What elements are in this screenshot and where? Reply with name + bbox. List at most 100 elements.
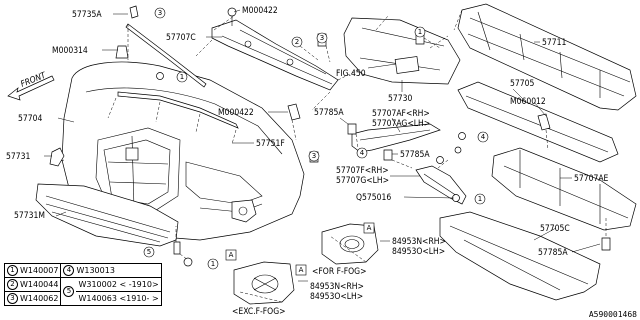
label-57707AF: 57707AF<RH> (372, 109, 430, 119)
label-57785A-b: 57785A (400, 150, 430, 160)
callout-4: 4 (477, 131, 489, 143)
label-fig450: FIG.450 (336, 69, 366, 79)
legend-num: 4 (63, 264, 75, 276)
label-57735A: 57735A (72, 10, 102, 20)
label-M000422-top: M000422 (242, 6, 278, 16)
label-57731: 57731 (6, 152, 30, 162)
part-labels: 57735A M000422 57707C M000314 57704 5773… (6, 6, 609, 317)
legend-num: 2 (7, 278, 18, 290)
svg-text:1: 1 (418, 28, 422, 36)
svg-text:A: A (229, 251, 234, 259)
callout-3c: 3 (308, 150, 320, 162)
svg-text:4: 4 (481, 133, 486, 141)
callout-3: 3 (154, 7, 166, 19)
label-57707C: 57707C (166, 33, 196, 43)
label-57707AE: 57707AE (574, 174, 609, 184)
lower-cover (439, 211, 601, 301)
callout-4b: 4 (356, 147, 368, 159)
label-M060012: M060012 (510, 97, 546, 107)
label-57704: 57704 (18, 114, 42, 124)
svg-text:2: 2 (295, 38, 299, 46)
label-57785A-c: 57785A (538, 248, 568, 258)
legend-code: W140044 (20, 279, 59, 289)
legend-cell: 5 (60, 277, 77, 306)
svg-text:A: A (299, 266, 304, 274)
label-exc-ffog: <EXC.F-FOG> (232, 307, 286, 317)
legend-code: W140062 (20, 293, 59, 303)
svg-text:3: 3 (158, 9, 162, 17)
label-57731M: 57731M (14, 211, 45, 221)
callout-A2: A (363, 222, 375, 234)
legend-code: W310002 (78, 279, 117, 289)
molding-strip (125, 23, 207, 88)
svg-text:3: 3 (312, 152, 316, 160)
label-57785A-a: 57785A (314, 108, 344, 118)
fog-cover-exc (233, 261, 295, 305)
callout-3b: 3 (316, 32, 328, 44)
svg-text:1: 1 (180, 73, 184, 81)
legend-code: W140007 (20, 265, 59, 275)
callout-1b: 1 (176, 71, 188, 83)
svg-text:5: 5 (147, 248, 151, 256)
front-arrow: FRONT (7, 70, 55, 101)
svg-text:1: 1 (211, 260, 215, 268)
bracket-af (351, 123, 441, 153)
label-Q575016: Q575016 (356, 193, 391, 203)
legend-code: W140063 (78, 293, 117, 303)
callout-1: 1 (414, 26, 426, 38)
svg-text:A: A (367, 224, 372, 232)
label-84953N-ffog: 84953N<RH> (392, 237, 446, 247)
label-M000422-low: M000422 (218, 108, 254, 118)
legend-range: < -1910> (119, 279, 159, 289)
label-57705: 57705 (510, 79, 534, 89)
svg-text:4: 4 (360, 149, 365, 157)
label-M000314: M000314 (52, 46, 88, 56)
callout-A1: A (225, 249, 237, 261)
legend-code: W130013 (76, 265, 115, 275)
legend-cell: W140063 <1910- > (76, 291, 162, 306)
label-84953N-exc: 84953N<RH> (310, 282, 364, 292)
bracket-f (415, 165, 467, 205)
label-57707F: 57707F<RH> (336, 166, 389, 176)
label-57711: 57711 (542, 38, 566, 48)
bumper-beam (453, 3, 637, 111)
label-57707AG: 57707AG<LH> (372, 119, 430, 129)
label-84953O-ffog: 84953O<LH> (392, 247, 445, 257)
assembly-dashes (175, 37, 607, 303)
callout-2: 2 (291, 36, 303, 48)
label-84953O-exc: 84953O<LH> (310, 292, 363, 302)
energy-absorber (457, 81, 619, 163)
legend-num: 5 (63, 285, 75, 297)
legend-range: <1910- > (119, 293, 159, 303)
callout-5: 5 (143, 246, 155, 258)
callout-1c: 1 (474, 193, 486, 205)
label-57705C: 57705C (540, 224, 570, 234)
label-for-ffog: <FOR F-FOG> (312, 267, 366, 277)
label-57707G: 57707G<LH> (336, 176, 389, 186)
grille-upper-strip (107, 91, 239, 145)
upper-bracket (195, 15, 359, 111)
legend-num: 3 (7, 292, 18, 304)
callout-markers: 3 2 3 1 1 3 4 4 1 5 1 A A A (143, 7, 489, 276)
callout-A3: A (295, 264, 307, 276)
lower-grille (35, 183, 179, 247)
label-57751F: 57751F (256, 139, 285, 149)
side-bracket (491, 147, 637, 231)
callout-1d: 1 (207, 258, 219, 270)
side-garnish (49, 147, 65, 167)
svg-text:1: 1 (478, 195, 482, 203)
svg-text:3: 3 (320, 34, 324, 42)
legend-num: 1 (7, 264, 18, 276)
label-57730: 57730 (388, 94, 412, 104)
diagram-id: A590001468 (588, 310, 637, 319)
leader-lines (44, 9, 601, 282)
